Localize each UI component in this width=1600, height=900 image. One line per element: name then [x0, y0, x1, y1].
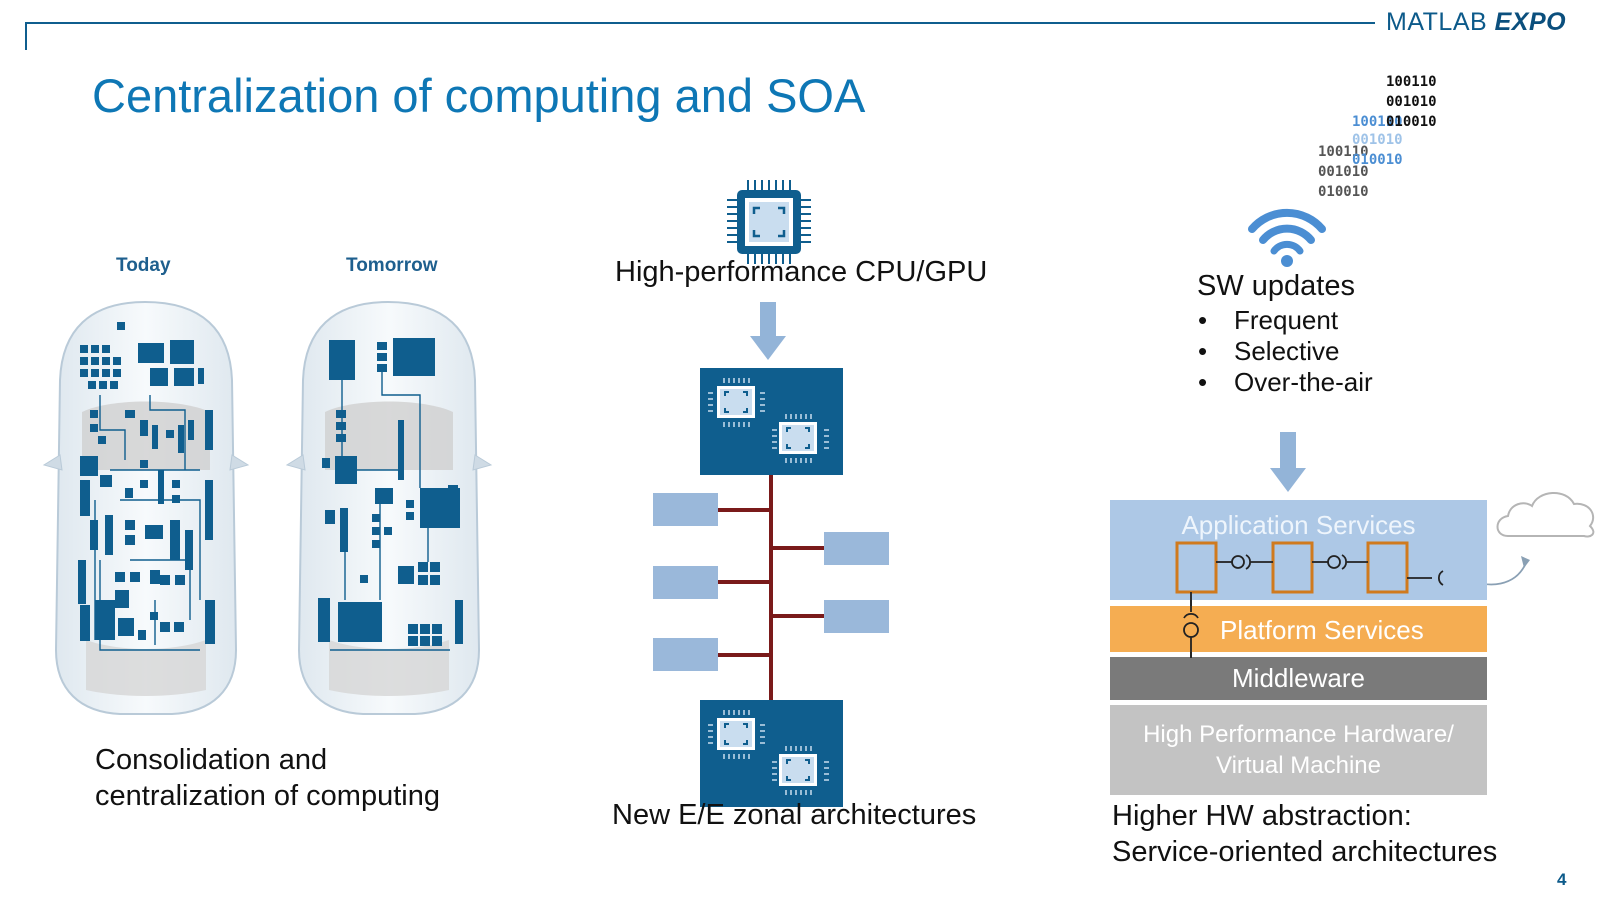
- matlab-expo-logo: MATLAB EXPO: [1386, 8, 1566, 37]
- central-compute-board-top: [700, 368, 843, 475]
- hardware-layer-line: Virtual Machine: [1216, 752, 1381, 779]
- binary-digits: 010010: [1318, 184, 1369, 200]
- caption-line: Service-oriented architectures: [1112, 836, 1498, 868]
- cpu-gpu-label: High-performance CPU/GPU: [615, 256, 988, 288]
- list-item-label: Frequent: [1234, 305, 1339, 335]
- label-today: Today: [116, 255, 171, 276]
- list-item: • Over-the-air: [1198, 367, 1373, 398]
- caption-line: Consolidation and: [95, 744, 328, 776]
- list-item: • Frequent: [1198, 305, 1373, 336]
- arrow-down-icon-right: [1270, 432, 1306, 492]
- caption-zonal: New E/E zonal architectures: [612, 799, 977, 831]
- platform-services-layer: Platform Services: [1110, 606, 1487, 652]
- label-tomorrow: Tomorrow: [346, 255, 438, 276]
- cpu-chip-icon: [727, 180, 811, 264]
- wifi-icon: [1248, 208, 1326, 267]
- wiring-tomorrow: [330, 372, 450, 651]
- bullet: •: [1198, 336, 1208, 366]
- binary-digits: 100110: [1318, 144, 1369, 160]
- caption-line: Higher HW abstraction:: [1112, 800, 1412, 832]
- list-item-label: Selective: [1234, 336, 1340, 366]
- binary-digits: 010010: [1386, 114, 1437, 130]
- binary-digits: 010010: [1352, 152, 1403, 168]
- list-item-label: Over-the-air: [1234, 367, 1373, 397]
- binary-digits: 100110: [1352, 114, 1403, 130]
- application-services-label: Application Services: [1181, 510, 1416, 540]
- binary-digits: 001010: [1352, 132, 1403, 148]
- binary-digits: 100110: [1386, 74, 1437, 90]
- logo-matlab: MATLAB: [1386, 8, 1488, 36]
- car-today: [42, 300, 250, 715]
- zone-controllers: [653, 493, 889, 671]
- binary-digits: 001010: [1386, 94, 1437, 110]
- zonal-bus: [718, 470, 824, 700]
- caption-consolidation: Consolidation and centralization of comp…: [95, 742, 515, 814]
- central-compute-board-bottom: [700, 700, 843, 807]
- sw-updates-list: • Frequent • Selective • Over-the-air: [1198, 305, 1373, 398]
- platform-services-label: Platform Services: [1220, 615, 1424, 645]
- caption-line: centralization of computing: [95, 780, 440, 812]
- wiring-today: [94, 395, 201, 651]
- cloud-icon: [1496, 492, 1595, 538]
- arrow-down-icon: [750, 302, 786, 360]
- ecu-blocks-today: [78, 322, 215, 644]
- slide-title: Centralization of computing and SOA: [92, 69, 866, 122]
- logo-expo: EXPO: [1494, 8, 1567, 36]
- ecu-blocks-tomorrow: [318, 338, 463, 646]
- hardware-layer-line: High Performance Hardware/: [1143, 721, 1454, 748]
- sw-updates-title: SW updates: [1197, 270, 1355, 302]
- car-tomorrow: [285, 300, 493, 715]
- binary-digits: 001010: [1318, 164, 1369, 180]
- caption-soa: Higher HW abstraction: Service-oriented …: [1112, 798, 1552, 870]
- hardware-layer: High Performance Hardware/ Virtual Machi…: [1110, 705, 1487, 795]
- application-services-layer: Application Services: [1110, 500, 1487, 600]
- list-item: • Selective: [1198, 336, 1373, 367]
- header-rule-corner: [25, 22, 27, 50]
- page-number: 4: [1557, 870, 1567, 889]
- middleware-layer: Middleware: [1110, 657, 1487, 700]
- bullet: •: [1198, 305, 1208, 335]
- header-rule: [25, 22, 1375, 24]
- bullet: •: [1198, 367, 1208, 397]
